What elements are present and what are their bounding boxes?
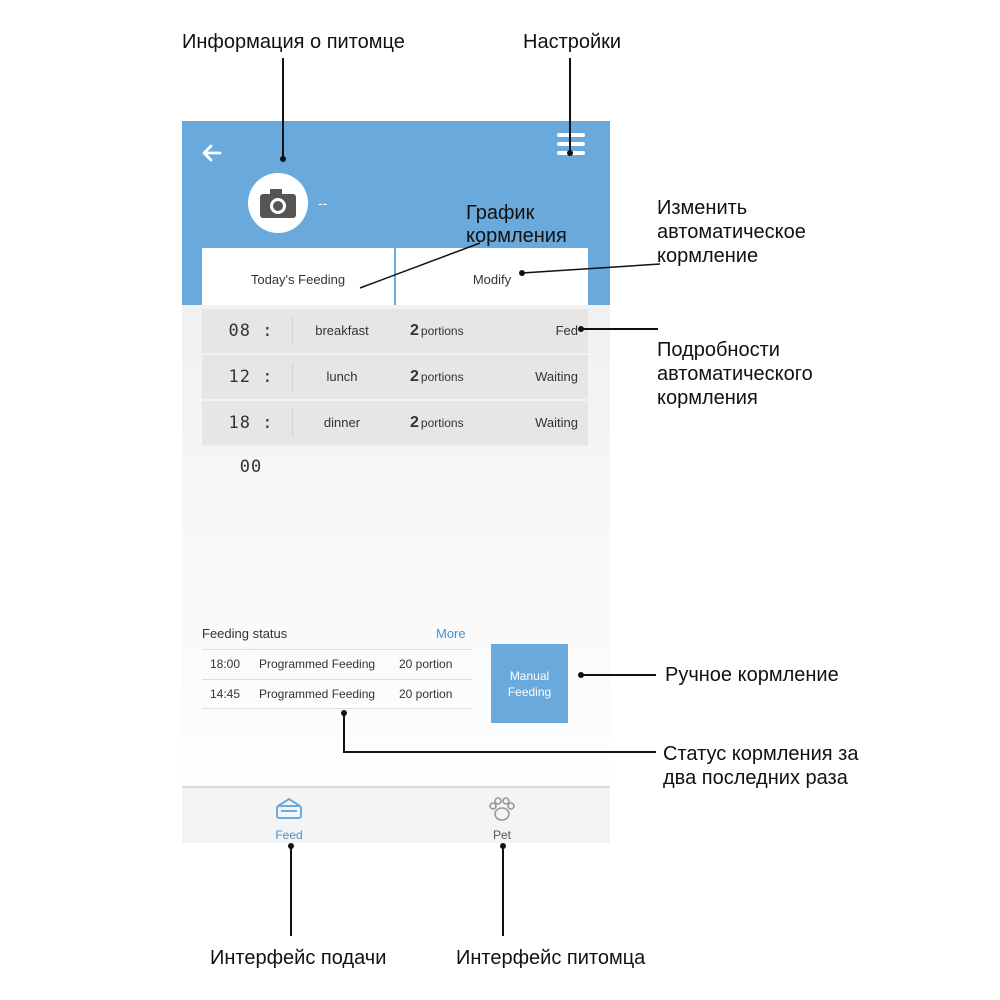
schedule-status: Fed xyxy=(555,323,578,338)
more-link[interactable]: More xyxy=(436,626,466,641)
portion-count: 2 xyxy=(410,368,419,385)
portion-unit: portions xyxy=(420,416,464,430)
leader-line xyxy=(569,58,571,154)
nav-feed-label: Feed xyxy=(275,828,303,842)
portion-count: 2 xyxy=(410,322,419,339)
annotation-line: кормление xyxy=(657,245,759,267)
bottom-navigation: Feed Pet xyxy=(182,786,610,843)
annotation-line: Изменить xyxy=(657,197,748,219)
annotation-line: автоматического xyxy=(657,363,813,385)
annotation-line: кормления xyxy=(466,225,567,247)
portion-unit: portions xyxy=(420,370,464,384)
annotation-line: Статус кормления за xyxy=(663,743,859,765)
leader-line xyxy=(343,713,345,753)
schedule-meal: breakfast xyxy=(315,323,369,338)
leader-line xyxy=(502,846,504,936)
portion-unit: portions xyxy=(420,324,464,338)
log-type: Programmed Feeding xyxy=(259,687,376,701)
leader-line xyxy=(581,328,658,330)
food-bowl-icon xyxy=(276,797,302,819)
schedule-meal: dinner xyxy=(323,415,361,430)
log-amount: 20 portion xyxy=(399,657,453,671)
annotation-feed-ui: Интерфейс подачи xyxy=(210,947,387,969)
leader-dot xyxy=(567,150,573,156)
annotation-settings: Настройки xyxy=(523,31,622,53)
manual-label-line: Feeding xyxy=(507,684,552,699)
log-type: Programmed Feeding xyxy=(259,657,376,671)
feeding-log-row: 14:45 Programmed Feeding 20 portion xyxy=(202,679,472,708)
nav-feed[interactable]: Feed xyxy=(229,788,349,843)
annotation-auto-details: Подробности автоматического кормления xyxy=(657,338,813,410)
divider xyxy=(292,317,293,345)
feeding-status-title: Feeding status xyxy=(202,626,288,641)
log-amount: 20 portion xyxy=(399,687,453,701)
annotation-line: кормления xyxy=(657,387,758,409)
annotation-modify-auto: Изменить автоматическое кормление xyxy=(657,196,806,268)
divider xyxy=(202,708,472,709)
back-button[interactable] xyxy=(200,131,228,162)
leader-line xyxy=(359,242,481,289)
pet-name: -- xyxy=(318,195,328,211)
schedule-meal: lunch xyxy=(326,369,358,384)
menu-bar xyxy=(557,142,585,146)
log-time: 14:45 xyxy=(210,687,241,701)
paw-icon xyxy=(489,797,515,821)
annotation-line: Подробности xyxy=(657,339,780,361)
camera-icon xyxy=(260,189,296,218)
hamburger-menu-icon xyxy=(557,133,585,137)
annotation-line: График xyxy=(466,202,535,224)
feeding-log-row: 18:00 Programmed Feeding 20 portion xyxy=(202,649,472,678)
log-time: 18:00 xyxy=(210,657,241,671)
leader-line xyxy=(290,846,292,936)
annotation-pet-info: Информация о питомце xyxy=(182,31,405,53)
header: -- Today's Feeding Modify xyxy=(182,121,610,305)
leader-line xyxy=(581,674,656,676)
leader-line xyxy=(282,58,284,160)
annotation-line: автоматическое xyxy=(657,221,806,243)
schedule-time: 18 : 00 xyxy=(228,413,274,477)
leader-line xyxy=(343,751,656,753)
schedule-status: Waiting xyxy=(535,369,578,384)
tab-todays-feeding[interactable]: Today's Feeding xyxy=(250,272,346,287)
leader-line xyxy=(519,263,661,276)
leader-dot xyxy=(280,156,286,162)
portion-count: 2 xyxy=(410,414,419,431)
manual-label-line: Manual xyxy=(509,668,550,683)
nav-pet-label: Pet xyxy=(492,828,511,842)
pet-avatar[interactable] xyxy=(248,173,308,233)
annotation-last-two: Статус кормления за два последних раза xyxy=(663,742,858,790)
annotation-line: два последних раза xyxy=(663,767,848,789)
divider xyxy=(292,409,293,437)
tab-modify[interactable]: Modify xyxy=(394,248,588,305)
annotation-schedule: График кормления xyxy=(466,202,567,248)
annotation-manual: Ручное кормление xyxy=(665,664,839,686)
annotation-pet-ui: Интерфейс питомца xyxy=(456,947,646,969)
nav-pet[interactable]: Pet xyxy=(442,788,562,843)
schedule-status: Waiting xyxy=(535,415,578,430)
arrow-left-icon xyxy=(202,144,222,162)
feeding-tabs: Today's Feeding Modify xyxy=(202,248,588,305)
divider xyxy=(292,363,293,391)
app-screen: -- Today's Feeding Modify 08 : 00 breakf… xyxy=(182,121,610,843)
